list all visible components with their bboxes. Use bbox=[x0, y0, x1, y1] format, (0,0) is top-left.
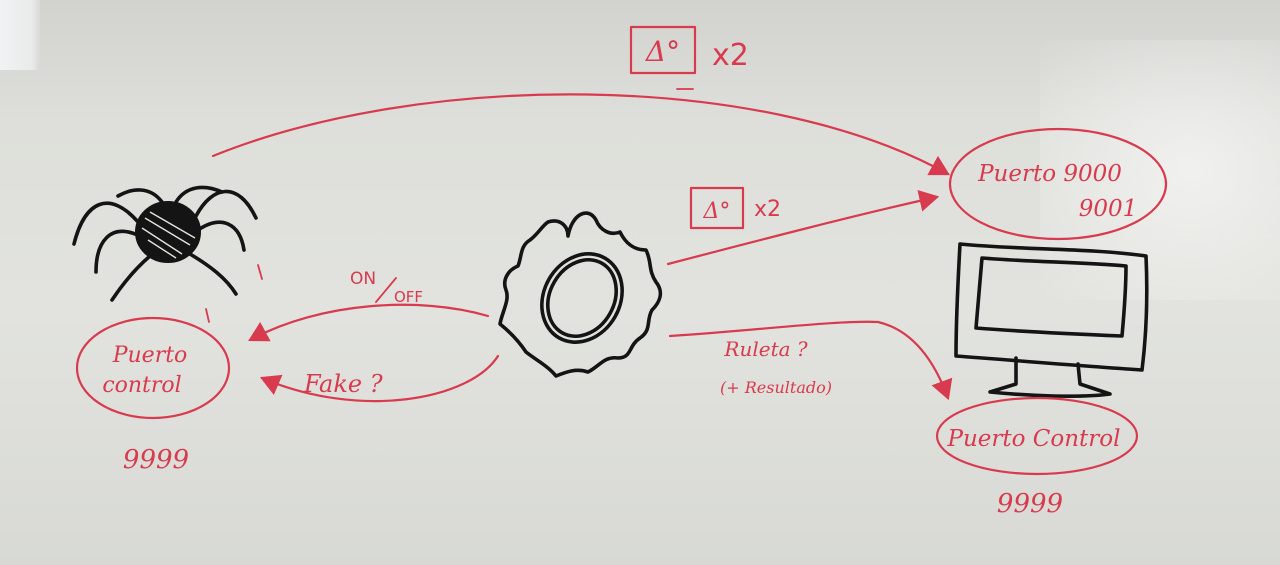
ruleta-label: Ruleta ? bbox=[723, 337, 807, 361]
on-off-label: ON OFF bbox=[350, 269, 423, 306]
middle-delta-box bbox=[689, 186, 745, 230]
tick-mark bbox=[205, 308, 210, 323]
top-multiplier: x2 bbox=[712, 38, 749, 73]
middle-multiplier: x2 bbox=[754, 197, 781, 222]
ruleta-sub-label: (+ Resultado) bbox=[720, 378, 832, 397]
ruleta-arrow bbox=[668, 320, 953, 401]
left-control-port: 9999 bbox=[123, 445, 189, 475]
on-label: ON bbox=[350, 269, 376, 289]
light-glare bbox=[1040, 40, 1280, 300]
ports-line2: 9001 bbox=[1079, 196, 1138, 222]
board-edge bbox=[0, 0, 40, 70]
tick-mark bbox=[257, 264, 263, 280]
left-control-ellipse bbox=[75, 316, 231, 420]
ports-ellipse bbox=[948, 127, 1168, 241]
middle-delta-label: Δ° x2 bbox=[689, 186, 781, 230]
top-delta-label: Δ° x2 bbox=[629, 25, 749, 90]
spider-icon bbox=[72, 185, 258, 302]
top-arrow bbox=[211, 93, 950, 176]
middle-delta-symbol: Δ° bbox=[703, 199, 731, 224]
top-delta-symbol: Δ° bbox=[645, 35, 680, 68]
on-off-arrow bbox=[248, 303, 490, 342]
left-control-line2: control bbox=[102, 373, 181, 398]
right-control-ellipse bbox=[935, 396, 1139, 476]
ports-node: Puerto 9000 9001 bbox=[948, 127, 1168, 241]
gear-to-ports-arrow bbox=[666, 190, 940, 266]
left-control-line1: Puerto bbox=[112, 343, 188, 368]
left-control-node: Puerto control 9999 bbox=[75, 316, 231, 475]
right-control-node: Puerto Control 9999 bbox=[935, 396, 1139, 519]
fake-arrow bbox=[259, 354, 500, 403]
ports-line1: Puerto 9000 bbox=[977, 161, 1122, 187]
fake-label: Fake ? bbox=[303, 370, 383, 398]
gear-icon bbox=[498, 211, 663, 378]
top-delta-box bbox=[629, 25, 697, 75]
right-control-port: 9999 bbox=[997, 489, 1063, 519]
monitor-icon bbox=[954, 242, 1149, 398]
off-label: OFF bbox=[394, 288, 423, 306]
right-control-label: Puerto Control bbox=[947, 426, 1121, 452]
